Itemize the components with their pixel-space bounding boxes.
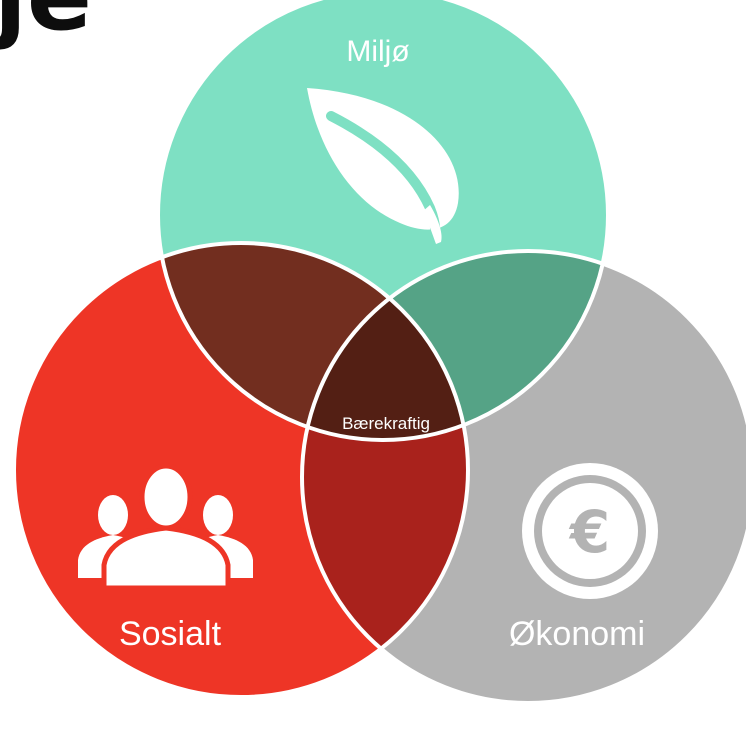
- social-outline: [12, 241, 470, 699]
- social-label: Sosialt: [119, 615, 222, 653]
- svg-text:€: €: [568, 498, 610, 566]
- people-icon: [78, 463, 253, 591]
- center-label: Bærekraftig: [342, 414, 430, 433]
- economy-label: Økonomi: [509, 615, 645, 653]
- environment-label: Miljø: [346, 35, 409, 68]
- title-fragment: je: [0, 0, 92, 44]
- overlap-center: [302, 251, 468, 440]
- economy-outline: [300, 249, 746, 705]
- leaf-icon: [307, 88, 459, 249]
- environment-outline: [156, 0, 610, 442]
- euro-icon: €: [522, 463, 658, 599]
